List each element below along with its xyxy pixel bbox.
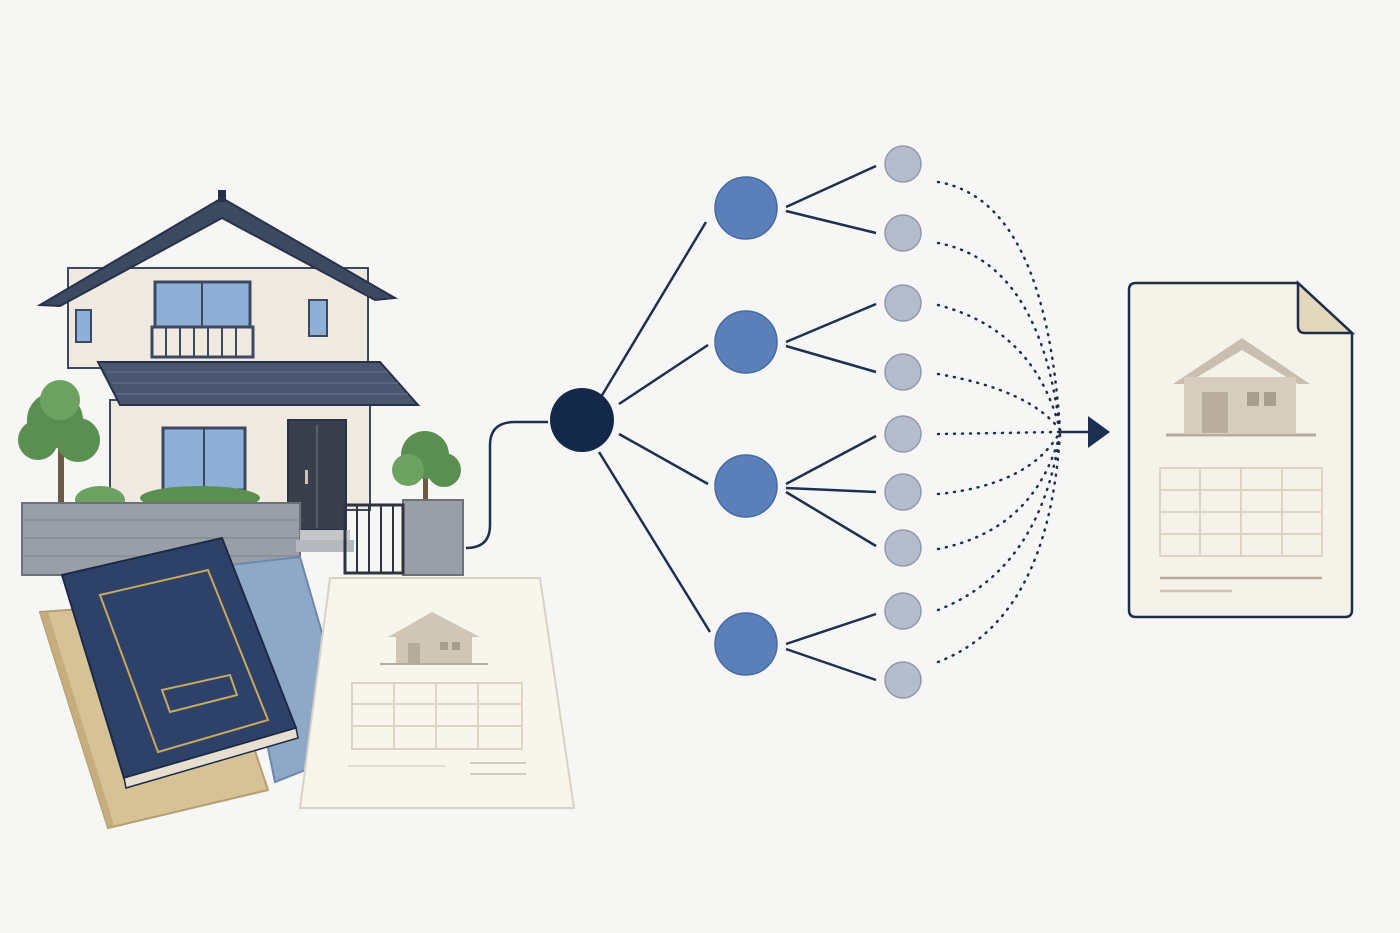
leaf-node xyxy=(884,473,922,511)
tree-edges xyxy=(597,164,877,682)
leaf-nodes xyxy=(884,145,922,699)
leaf-node xyxy=(884,284,922,322)
home-icon xyxy=(1166,338,1316,437)
house-illustration xyxy=(18,190,464,576)
leaf-node xyxy=(884,145,922,183)
hub-node xyxy=(550,388,614,452)
branch-node-1 xyxy=(714,176,778,240)
convergence-lines xyxy=(936,180,1062,664)
tree-left xyxy=(18,380,100,505)
leaf-node xyxy=(884,529,922,567)
leaf-node xyxy=(884,661,922,699)
branch-node-2 xyxy=(714,310,778,374)
home-icon xyxy=(380,612,488,665)
leaf-node xyxy=(884,353,922,391)
input-group xyxy=(18,190,576,830)
document-icon xyxy=(298,577,576,809)
book-icon xyxy=(60,536,299,789)
arrow-right-icon xyxy=(1060,416,1110,448)
output-property-document xyxy=(1127,280,1356,619)
branch-node-4 xyxy=(714,612,778,676)
tree-right xyxy=(392,431,461,505)
leaf-node xyxy=(884,415,922,453)
leaf-node xyxy=(884,592,922,630)
branch-node-3 xyxy=(714,454,778,518)
input-connector xyxy=(465,420,548,550)
leaf-node xyxy=(884,214,922,252)
